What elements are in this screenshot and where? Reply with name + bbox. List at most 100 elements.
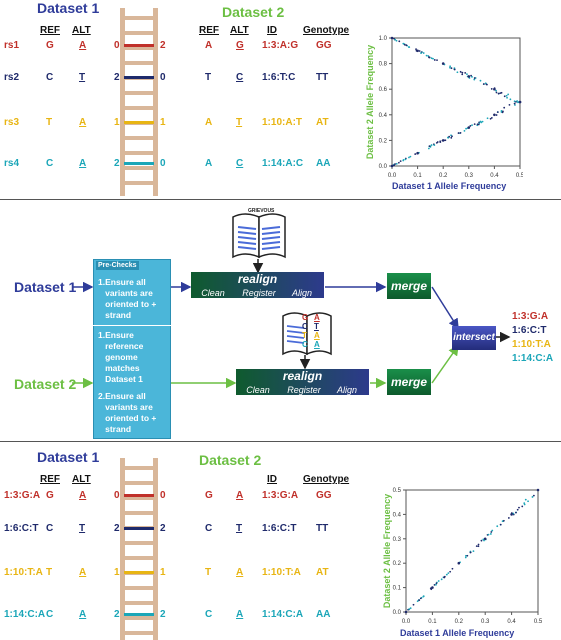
- top-ladder-highlight-rung: [124, 76, 154, 79]
- data-point: [457, 561, 461, 565]
- data-point: [399, 160, 402, 163]
- data-point: [497, 92, 500, 95]
- bottom-dataset2-title: Dataset 2: [199, 452, 262, 468]
- bottom-row-ref: C: [46, 609, 54, 620]
- data-point: [467, 126, 471, 129]
- bottom-row-left-count: 0: [114, 490, 120, 501]
- bottom-ladder-rung: [125, 631, 153, 635]
- book2-letter-ref: G: [302, 313, 309, 322]
- top-row-alt2: C: [236, 72, 244, 83]
- top-chart-ylabel: Dataset 2 Allele Frequency: [365, 44, 375, 160]
- bottom-ladder-rung: [125, 481, 153, 485]
- y-tick-label: 0.4: [379, 113, 388, 119]
- data-point: [479, 79, 482, 82]
- clean-step-1: Clean: [201, 288, 225, 298]
- bottom-row-genotype: AA: [316, 609, 331, 620]
- data-point: [428, 56, 431, 59]
- top-row-id: 1:6:T:C: [262, 72, 296, 83]
- data-point: [503, 95, 506, 98]
- data-point: [441, 62, 445, 65]
- bottom-chart-ylabel: Dataset 2 Allele Frequency: [382, 493, 392, 609]
- data-point: [500, 109, 503, 112]
- data-point: [518, 506, 520, 509]
- data-point: [435, 583, 437, 586]
- x-tick-label: 0.1: [428, 619, 437, 625]
- prechecks-list-1: 1.Ensure all variants are oriented to + …: [98, 277, 168, 321]
- top-row-id: 1:10:A:T: [262, 117, 303, 128]
- data-point: [469, 551, 472, 554]
- book2-letter-ref: C: [302, 340, 308, 349]
- bottom-row-id: 1:6:C:T: [262, 523, 297, 534]
- top-ladder-rung: [125, 46, 153, 50]
- data-point: [473, 78, 476, 81]
- data-point: [496, 111, 499, 114]
- bottom-row-name: 1:6:C:T: [4, 523, 39, 534]
- y-tick-label: 0.0: [393, 610, 402, 616]
- top-row-ref2: A: [205, 117, 213, 128]
- intersect-output-item: 1:3:G:A: [512, 311, 549, 322]
- bottom-row-ref: G: [46, 490, 54, 501]
- data-point: [459, 70, 462, 73]
- top-chart-xlabel: Dataset 1 Allele Frequency: [392, 181, 507, 191]
- top-row-left-count: 2: [114, 72, 120, 83]
- y-tick-label: 0.8: [379, 62, 388, 68]
- data-point: [448, 135, 451, 138]
- data-point: [420, 52, 422, 54]
- data-point: [509, 98, 512, 101]
- data-point: [440, 578, 443, 581]
- data-point: [402, 159, 405, 162]
- data-point: [404, 610, 408, 614]
- y-tick-label: 1.0: [379, 36, 388, 42]
- data-point: [473, 123, 476, 126]
- x-tick-label: 0.4: [507, 619, 516, 625]
- reference-book-icon-2: [280, 306, 334, 356]
- data-point: [466, 73, 468, 76]
- top-row-left-count: 2: [114, 158, 120, 169]
- data-point: [518, 100, 522, 104]
- data-point: [408, 156, 410, 159]
- data-point: [436, 59, 438, 62]
- prechecks-1-item-1: Ensure all variants are oriented to + st…: [105, 277, 157, 320]
- data-point: [464, 556, 467, 559]
- bottom-ladder-highlight-rung: [124, 527, 154, 530]
- data-point: [416, 151, 419, 155]
- data-point: [395, 39, 398, 42]
- top-dataset1-title: Dataset 1: [37, 0, 100, 16]
- data-point: [445, 573, 448, 576]
- data-point: [475, 545, 478, 548]
- bottom-row-id: 1:3:G:A: [262, 490, 299, 501]
- data-point: [491, 529, 494, 532]
- bottom-row-genotype: GG: [316, 490, 332, 501]
- bottom-row-alt: A: [79, 609, 87, 620]
- data-point: [480, 539, 483, 542]
- top-row-genotype: AT: [316, 117, 329, 128]
- bottom-ladder-rail: [153, 458, 158, 640]
- bottom-row-alt2: A: [236, 609, 244, 620]
- bottom-row-alt: A: [79, 490, 87, 501]
- data-point: [464, 72, 467, 74]
- bottom-row-id: 1:10:T:A: [262, 567, 301, 578]
- top-ladder-rung: [125, 61, 153, 65]
- bottom-row-ref: C: [46, 523, 54, 534]
- data-point: [422, 595, 425, 598]
- data-point: [432, 57, 434, 60]
- data-point: [405, 44, 408, 47]
- data-point: [414, 153, 417, 155]
- y-tick-label: 0.2: [379, 138, 388, 144]
- data-point: [471, 124, 473, 127]
- data-point: [465, 127, 467, 130]
- bottom-row-left-count: 2: [114, 523, 120, 534]
- book2-letter-ref: T: [302, 331, 307, 340]
- data-point: [430, 57, 433, 60]
- data-point: [481, 120, 484, 123]
- data-point: [467, 75, 471, 78]
- align-step-2: Align: [336, 385, 357, 395]
- bottom-ladder-rung: [125, 616, 153, 620]
- data-point: [523, 502, 526, 505]
- data-point: [507, 93, 510, 96]
- top-id-header: ID: [267, 25, 277, 36]
- top-ladder-rail: [120, 8, 125, 196]
- top-row-right-count: 0: [160, 72, 166, 83]
